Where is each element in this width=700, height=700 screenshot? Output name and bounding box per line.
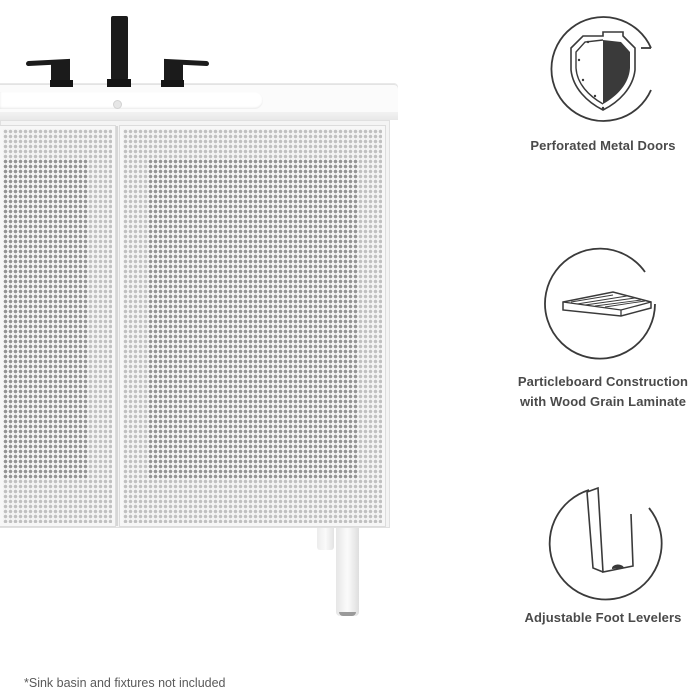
drain-icon: [113, 100, 122, 109]
feature-label-line2: with Wood Grain Laminate: [519, 394, 687, 409]
door-seam: [116, 126, 118, 526]
cabinet-leg-front: [336, 528, 359, 616]
footnote: *Sink basin and fixtures not included: [24, 676, 226, 690]
foot-leveler-icon: [548, 486, 663, 601]
door-shelf-shadow: [3, 159, 88, 479]
faucet-base: [107, 79, 131, 87]
cabinet-door-left: [0, 125, 116, 527]
right-handle-body: [164, 60, 183, 82]
feature-particleboard: Particleboard Construction with Wood Gra…: [503, 244, 700, 412]
foot-leveler-cap: [339, 612, 356, 616]
feature-label-line1: Particleboard Construction: [517, 374, 689, 389]
feature-label: Perforated Metal Doors: [530, 138, 676, 153]
countertop-edge: [0, 112, 398, 120]
cabinet-door-right: [119, 125, 386, 527]
feature-label: Adjustable Foot Levelers: [524, 610, 682, 625]
right-handle-base: [161, 80, 184, 87]
sink-basin: [0, 92, 263, 109]
wood-board-icon: [544, 247, 656, 360]
faucet-spout: [111, 16, 128, 80]
left-handle-body: [51, 60, 70, 82]
door-shelf-shadow: [148, 159, 358, 479]
shield-icon: [550, 16, 652, 122]
feature-perforated-doors: Perforated Metal Doors: [503, 8, 700, 156]
feature-foot-levelers: Adjustable Foot Levelers: [503, 482, 700, 628]
left-handle-base: [50, 80, 73, 87]
product-image: [0, 16, 398, 616]
cabinet-leg-back: [317, 528, 334, 550]
